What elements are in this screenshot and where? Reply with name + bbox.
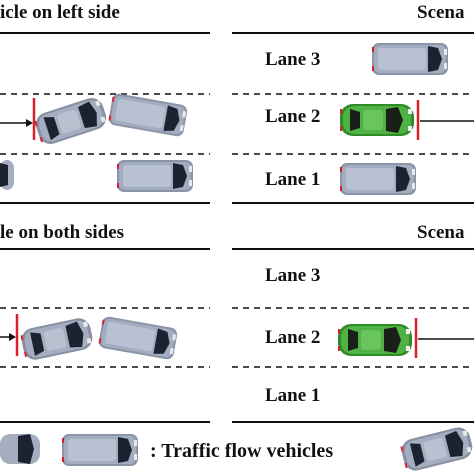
lane-label-2-bottom: Lane 2 [265, 327, 321, 348]
lane-label-3-bottom: Lane 3 [265, 265, 321, 286]
traffic-van [372, 43, 448, 75]
gray-van [97, 315, 179, 361]
traffic-van [117, 160, 193, 192]
direction-arrow-head [26, 119, 33, 127]
legend-label: : Traffic flow vehicles [150, 440, 334, 462]
scenario-title-top-left: icle on left side [0, 2, 120, 23]
lane-label-1-top: Lane 1 [265, 169, 321, 190]
ego-green-car [338, 324, 412, 356]
scenario-title-bottom-left: le on both sides [0, 222, 125, 243]
scenario-title-bottom-right: Scena [417, 222, 465, 243]
traffic-car-partial [0, 160, 14, 190]
scenario-title-top-right: Scena [417, 2, 465, 23]
legend-van [62, 434, 138, 466]
lane-label-2-top: Lane 2 [265, 106, 321, 127]
gray-van [107, 92, 189, 138]
lane-label-3-top: Lane 3 [265, 49, 321, 70]
ego-green-car [340, 104, 414, 136]
legend-car-partial [0, 434, 40, 464]
gray-car [19, 316, 95, 362]
traffic-van [340, 163, 416, 195]
gray-car [32, 94, 110, 148]
direction-arrow-head [9, 333, 16, 341]
lane-label-1-bottom: Lane 1 [265, 385, 321, 406]
legend-gray-car [399, 425, 474, 473]
